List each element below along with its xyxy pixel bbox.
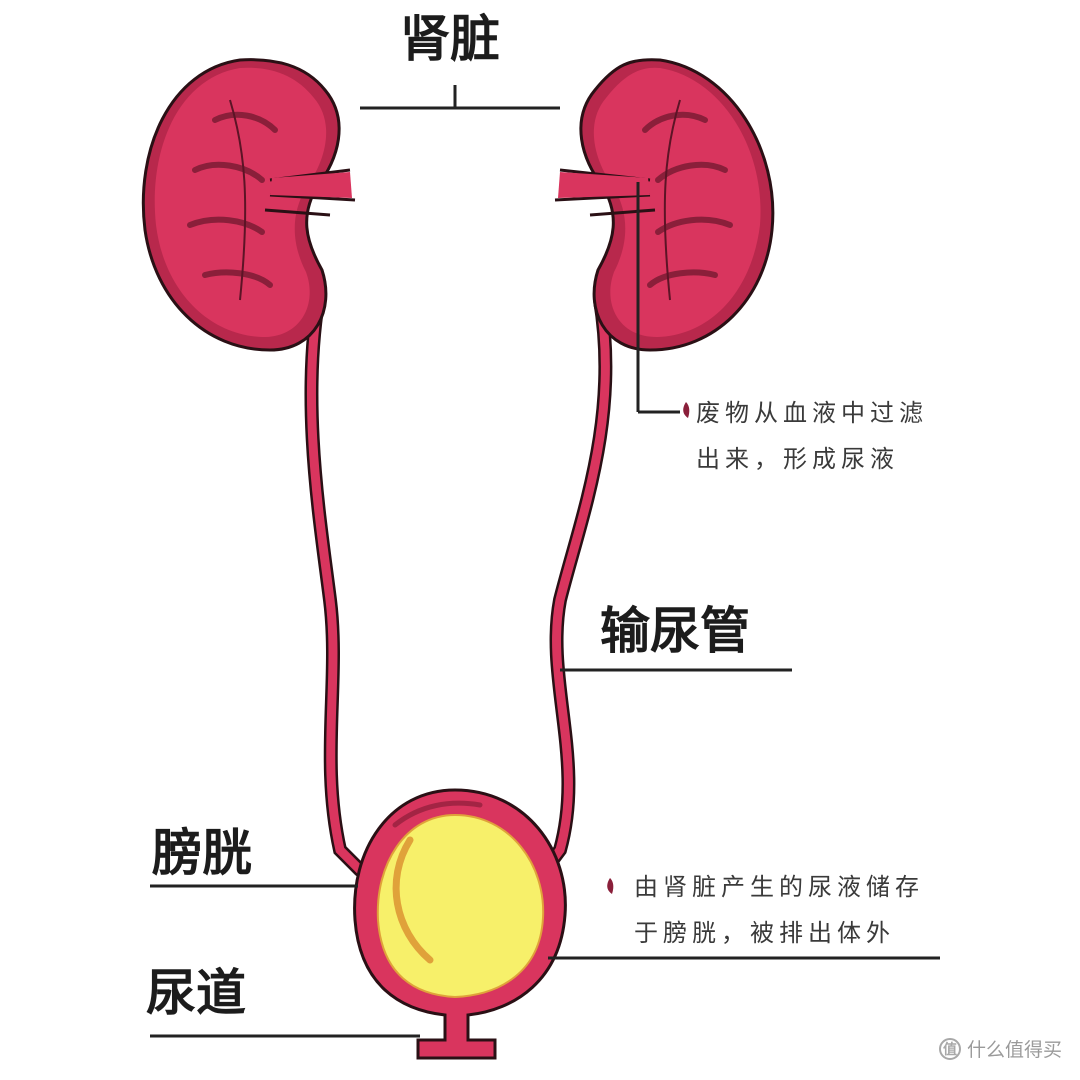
- watermark-text: 什么值得买: [966, 1039, 1062, 1061]
- leader-lines: [150, 85, 940, 1038]
- right-ureter: [538, 293, 613, 877]
- bladder-storage-note-line-2: 于膀胱，被排出体外: [634, 919, 895, 947]
- kidney-filter-note: 废物从血液中过滤 出来，形成尿液: [696, 390, 928, 482]
- kidney-filter-note-line-1: 废物从血液中过滤: [696, 399, 928, 427]
- kidney-filter-note-line-2: 出来，形成尿液: [696, 445, 899, 473]
- kidney-label: 肾脏: [400, 10, 500, 68]
- bladder-label: 膀胱: [152, 824, 252, 882]
- filter-note-bullet: [683, 402, 690, 418]
- ureter-label: 输尿管: [600, 602, 750, 660]
- bladder: [353, 788, 567, 1060]
- left-ureter-fill: [306, 285, 365, 875]
- left-kidney: [141, 58, 356, 352]
- urethra-label: 尿道: [146, 964, 246, 1022]
- right-kidney: [554, 58, 775, 352]
- right-ureter-fill: [540, 295, 610, 875]
- bladder-storage-note-line-1: 由肾脏产生的尿液储存: [634, 873, 924, 901]
- bladder-storage-note: 由肾脏产生的尿液储存 于膀胱，被排出体外: [634, 864, 924, 956]
- storage-note-bullet: [607, 878, 614, 894]
- watermark-logo-icon: 值: [938, 1037, 961, 1060]
- watermark: 值 什么值得买: [938, 1035, 1062, 1062]
